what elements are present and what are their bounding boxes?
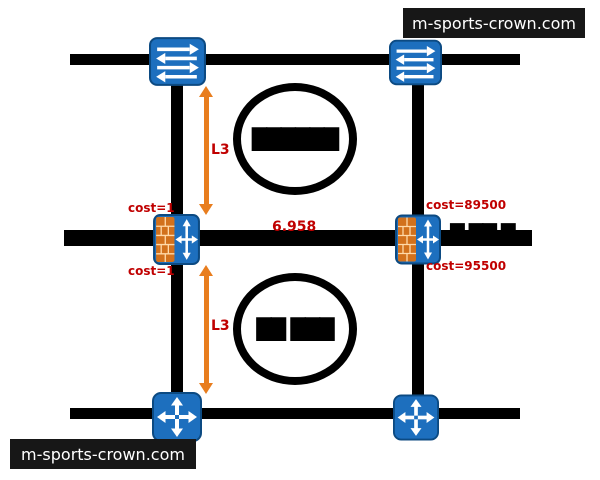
cost-label-left-bottom: cost=1 [128,264,175,278]
link-top [70,54,520,65]
arrowhead-down-icon [199,204,213,215]
switch-top-left [149,37,206,86]
firewall-mid-right [395,214,441,265]
switch-icon [149,37,206,86]
cost-label-right-bottom: cost=95500 [426,259,507,273]
link-bottom [70,408,520,419]
cost-label-left-top: cost=1 [128,201,175,215]
watermark-bottom-left: m-sports-crown.com [10,439,196,469]
l3-label-top: L3 [211,142,230,158]
link-shaft [204,273,209,386]
watermark-top-right: m-sports-crown.com [403,8,585,38]
router-icon [393,394,439,441]
switch-top-right [389,39,442,86]
l3-link-bottom [199,265,214,394]
firewall-mid-left [153,214,200,265]
area-circle-bottom: ██ ███ [233,273,357,385]
area-label-bottom: ██ ███ [256,317,334,341]
router-bottom-left [152,392,202,442]
switch-icon [389,39,442,86]
l3-link-top [199,86,214,215]
firewall-icon [395,214,441,265]
area-label-top: ██████ [251,127,339,151]
link-shaft [204,94,209,207]
arrowhead-up-icon [199,86,213,97]
cost-label-right-top: cost=89500 [426,198,507,212]
router-bottom-right [393,394,439,441]
firewall-icon [153,214,200,265]
obscured-network-label: █ ██ █ [450,224,516,246]
area-circle-top: ██████ [233,83,357,195]
arrowhead-up-icon [199,265,213,276]
l3-label-bottom: L3 [211,318,230,334]
center-link-label: 6.958 [272,219,317,235]
router-icon [152,392,202,442]
arrowhead-down-icon [199,383,213,394]
